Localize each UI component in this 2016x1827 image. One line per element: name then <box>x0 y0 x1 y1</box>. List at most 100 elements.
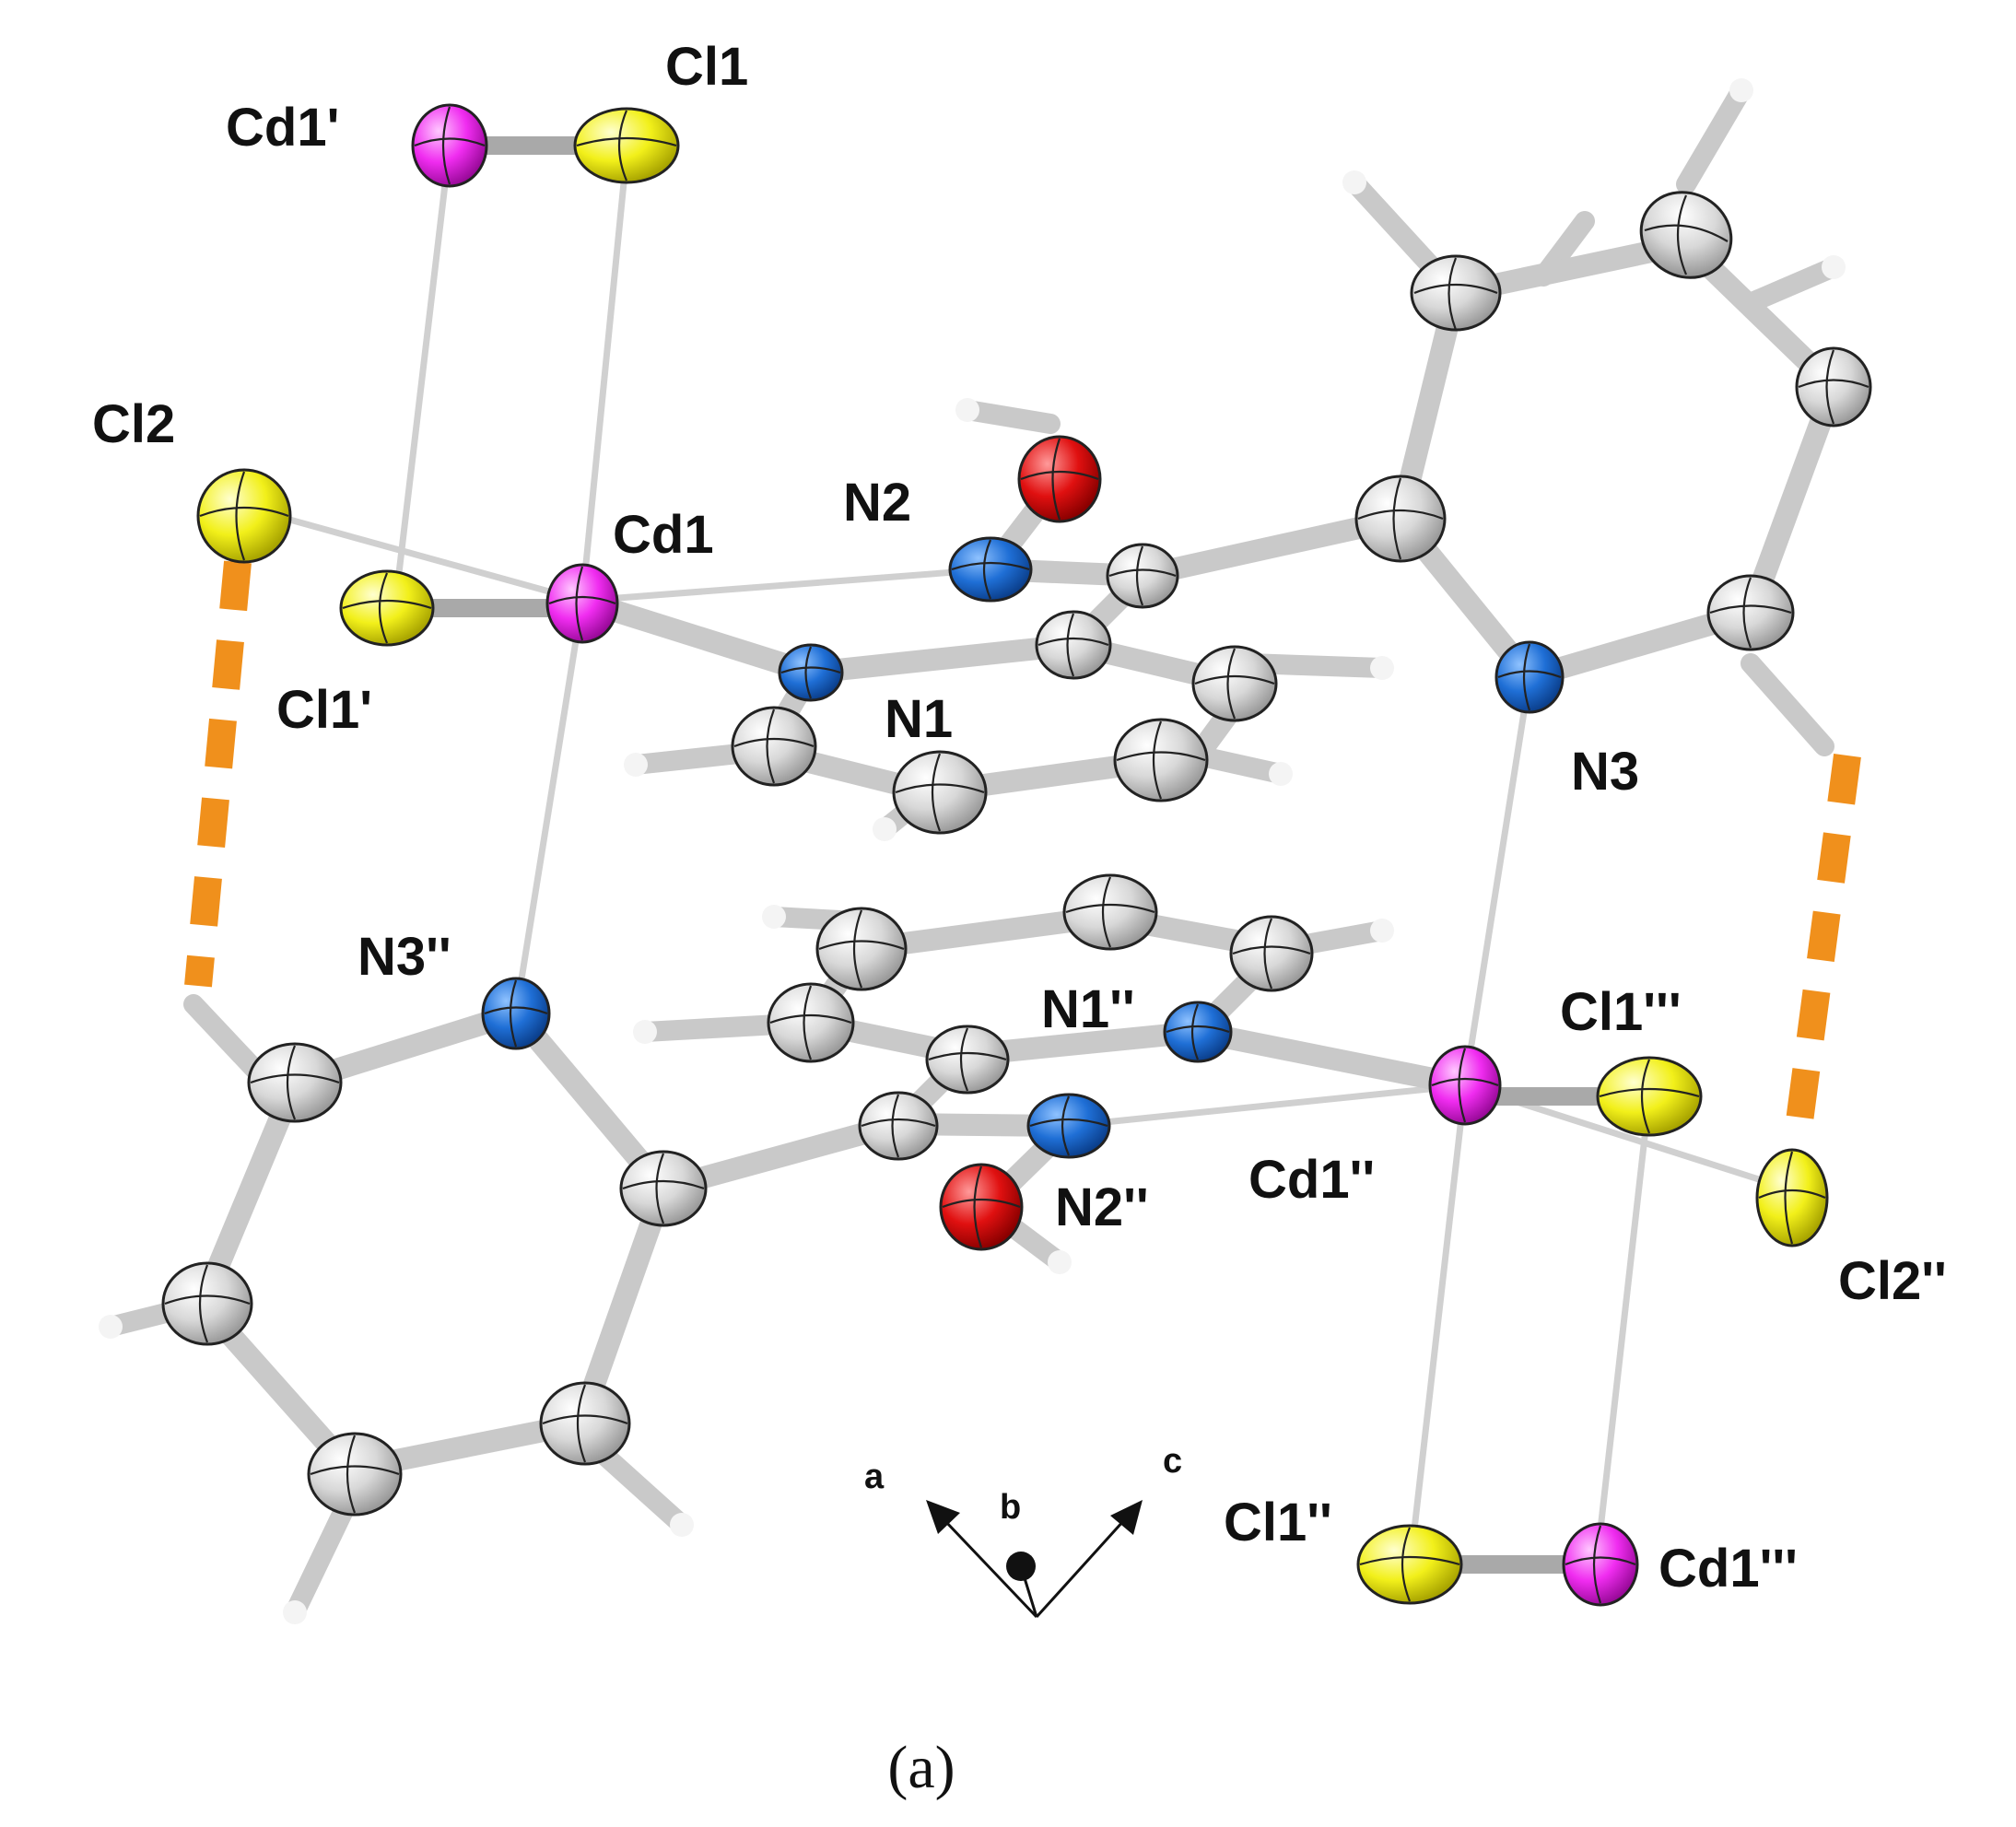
cd-cl-bond <box>273 512 586 604</box>
c-h-bond <box>1676 80 1752 194</box>
cd-cl-bond <box>579 151 630 604</box>
hydrogen-atom <box>955 398 979 422</box>
label-cl1ppp: Cl1''' <box>1560 982 1682 1042</box>
label-n1: N1 <box>885 689 953 749</box>
nitrogen-atom-n3 <box>1494 640 1565 714</box>
hydrogen-atom <box>1269 762 1293 786</box>
label-n2pp: N2'' <box>1055 1177 1149 1237</box>
axis-a-arrowhead <box>926 1500 960 1534</box>
hydrogen-atom <box>873 817 897 841</box>
carbon-atom <box>731 706 817 787</box>
cadmium-atom-cd1p <box>411 103 488 188</box>
chlorine-atom-cl1 <box>573 107 680 184</box>
hydrogen-atom <box>670 1513 694 1537</box>
nitrogen-atoms-group <box>481 536 1565 1159</box>
cd-cl-bond <box>395 142 453 577</box>
hydrogen-atom <box>1048 1250 1072 1274</box>
cd-n-bond <box>1461 673 1533 1089</box>
oxygen-atom <box>939 1163 1024 1251</box>
label-cd1ppp: Cd1''' <box>1659 1539 1798 1599</box>
n-c-bond <box>800 634 1084 684</box>
hydrogen-atom <box>1370 656 1394 680</box>
o-h-bond <box>957 400 1061 434</box>
carbon-atom <box>925 1025 1010 1095</box>
chlorine-atom-cl1pp <box>1356 1524 1463 1605</box>
cd-cl-bond <box>1597 1093 1653 1533</box>
cd-n-bond <box>571 590 822 684</box>
axis-label-c: c <box>1163 1442 1182 1481</box>
carbon-atom <box>1795 346 1872 427</box>
cadmium-atom-cd1 <box>545 563 619 644</box>
carbon-atom <box>1035 610 1112 680</box>
hydrogen-atom <box>1729 78 1753 102</box>
carbon-atom <box>767 982 855 1063</box>
nitrogen-atom-n1pp <box>1163 1001 1233 1063</box>
cd-cl-thick-bonds-group <box>396 136 1659 1574</box>
label-n1pp: N1'' <box>1041 979 1135 1039</box>
axis-label-a: a <box>864 1458 885 1496</box>
carbon-atom <box>161 1261 253 1346</box>
label-cl1: Cl1 <box>665 37 748 97</box>
cadmium-atoms-group <box>411 103 1639 1607</box>
oxygen-atom <box>1017 435 1102 523</box>
carbon-atom <box>539 1381 631 1466</box>
carbon-atom <box>1639 191 1733 279</box>
hydrogen-atom <box>1370 919 1394 943</box>
hydrogen-bond-right <box>1783 754 1861 1144</box>
c-h-bond <box>1741 653 1834 756</box>
label-n2: N2 <box>843 473 911 533</box>
hydrogen-atoms-group <box>99 78 1846 1624</box>
chlorine-atom-cl1p <box>339 569 435 647</box>
carbon-atom <box>1354 474 1447 563</box>
carbon-atom <box>1191 645 1278 722</box>
carbon-atom <box>1229 915 1314 992</box>
chlorine-atom-cl1ppp <box>1596 1056 1703 1137</box>
chlorine-atom-cl2pp <box>1755 1148 1829 1247</box>
cd-cl-bond <box>1411 1082 1469 1533</box>
c-h-bond <box>285 1487 360 1622</box>
label-n3: N3 <box>1571 742 1639 802</box>
c-h-bond <box>1738 257 1844 314</box>
cadmium-atom-cd1ppp <box>1562 1522 1639 1607</box>
hydrogen-atom <box>624 753 648 777</box>
hydrogen-bonds-group <box>184 560 1861 1144</box>
nitrogen-atom-n2pp <box>1026 1093 1111 1159</box>
chlorine-atom-cl2 <box>196 468 292 564</box>
coordination-bonds-group <box>273 142 1791 1533</box>
label-cd1: Cd1 <box>613 505 714 565</box>
carbon-atom <box>1706 574 1795 651</box>
label-n3pp: N3'' <box>357 927 451 987</box>
axis-c-arrowhead <box>1110 1500 1143 1535</box>
atom-labels-group: Cd1' Cl1 Cl2 Cd1 N2 Cl1' N1 N3 N3'' N1''… <box>92 37 1947 1599</box>
axis-c-line <box>1035 1518 1126 1619</box>
carbon-atom <box>619 1150 708 1227</box>
n-cd-bond <box>1187 1021 1476 1096</box>
carbon-atom <box>307 1432 403 1517</box>
axis-label-b: b <box>1000 1488 1021 1527</box>
hydrogen-atom <box>283 1600 307 1624</box>
c-h-bond <box>1188 745 1291 784</box>
hydrogen-bond-left <box>184 560 252 988</box>
nitrogen-atom-n2 <box>948 536 1033 603</box>
cadmium-atom-cd1pp <box>1428 1045 1502 1126</box>
hydrogen-atom <box>1822 255 1846 279</box>
chlorine-atoms-group <box>196 107 1829 1605</box>
carbon-atom <box>1062 873 1158 951</box>
carbon-atoms-group <box>161 191 1872 1517</box>
nitrogen-atom-n1 <box>778 643 844 702</box>
carbon-atom <box>1113 718 1209 802</box>
carbon-atom <box>1410 254 1502 332</box>
figure-caption: (a) <box>887 1734 955 1801</box>
c-c-bond <box>1740 376 1845 624</box>
carbon-atom <box>892 750 988 835</box>
label-cl1pp: Cl1'' <box>1224 1493 1332 1552</box>
cd-n-bond <box>579 566 994 604</box>
carbon-atom <box>247 1042 343 1123</box>
label-cl2: Cl2 <box>92 394 175 454</box>
carbon-atom <box>815 907 908 991</box>
hydrogen-atom <box>99 1315 123 1339</box>
cd-n-bond <box>512 597 586 1017</box>
carbon-atom <box>858 1091 939 1161</box>
oxygen-atoms-group <box>939 435 1102 1251</box>
